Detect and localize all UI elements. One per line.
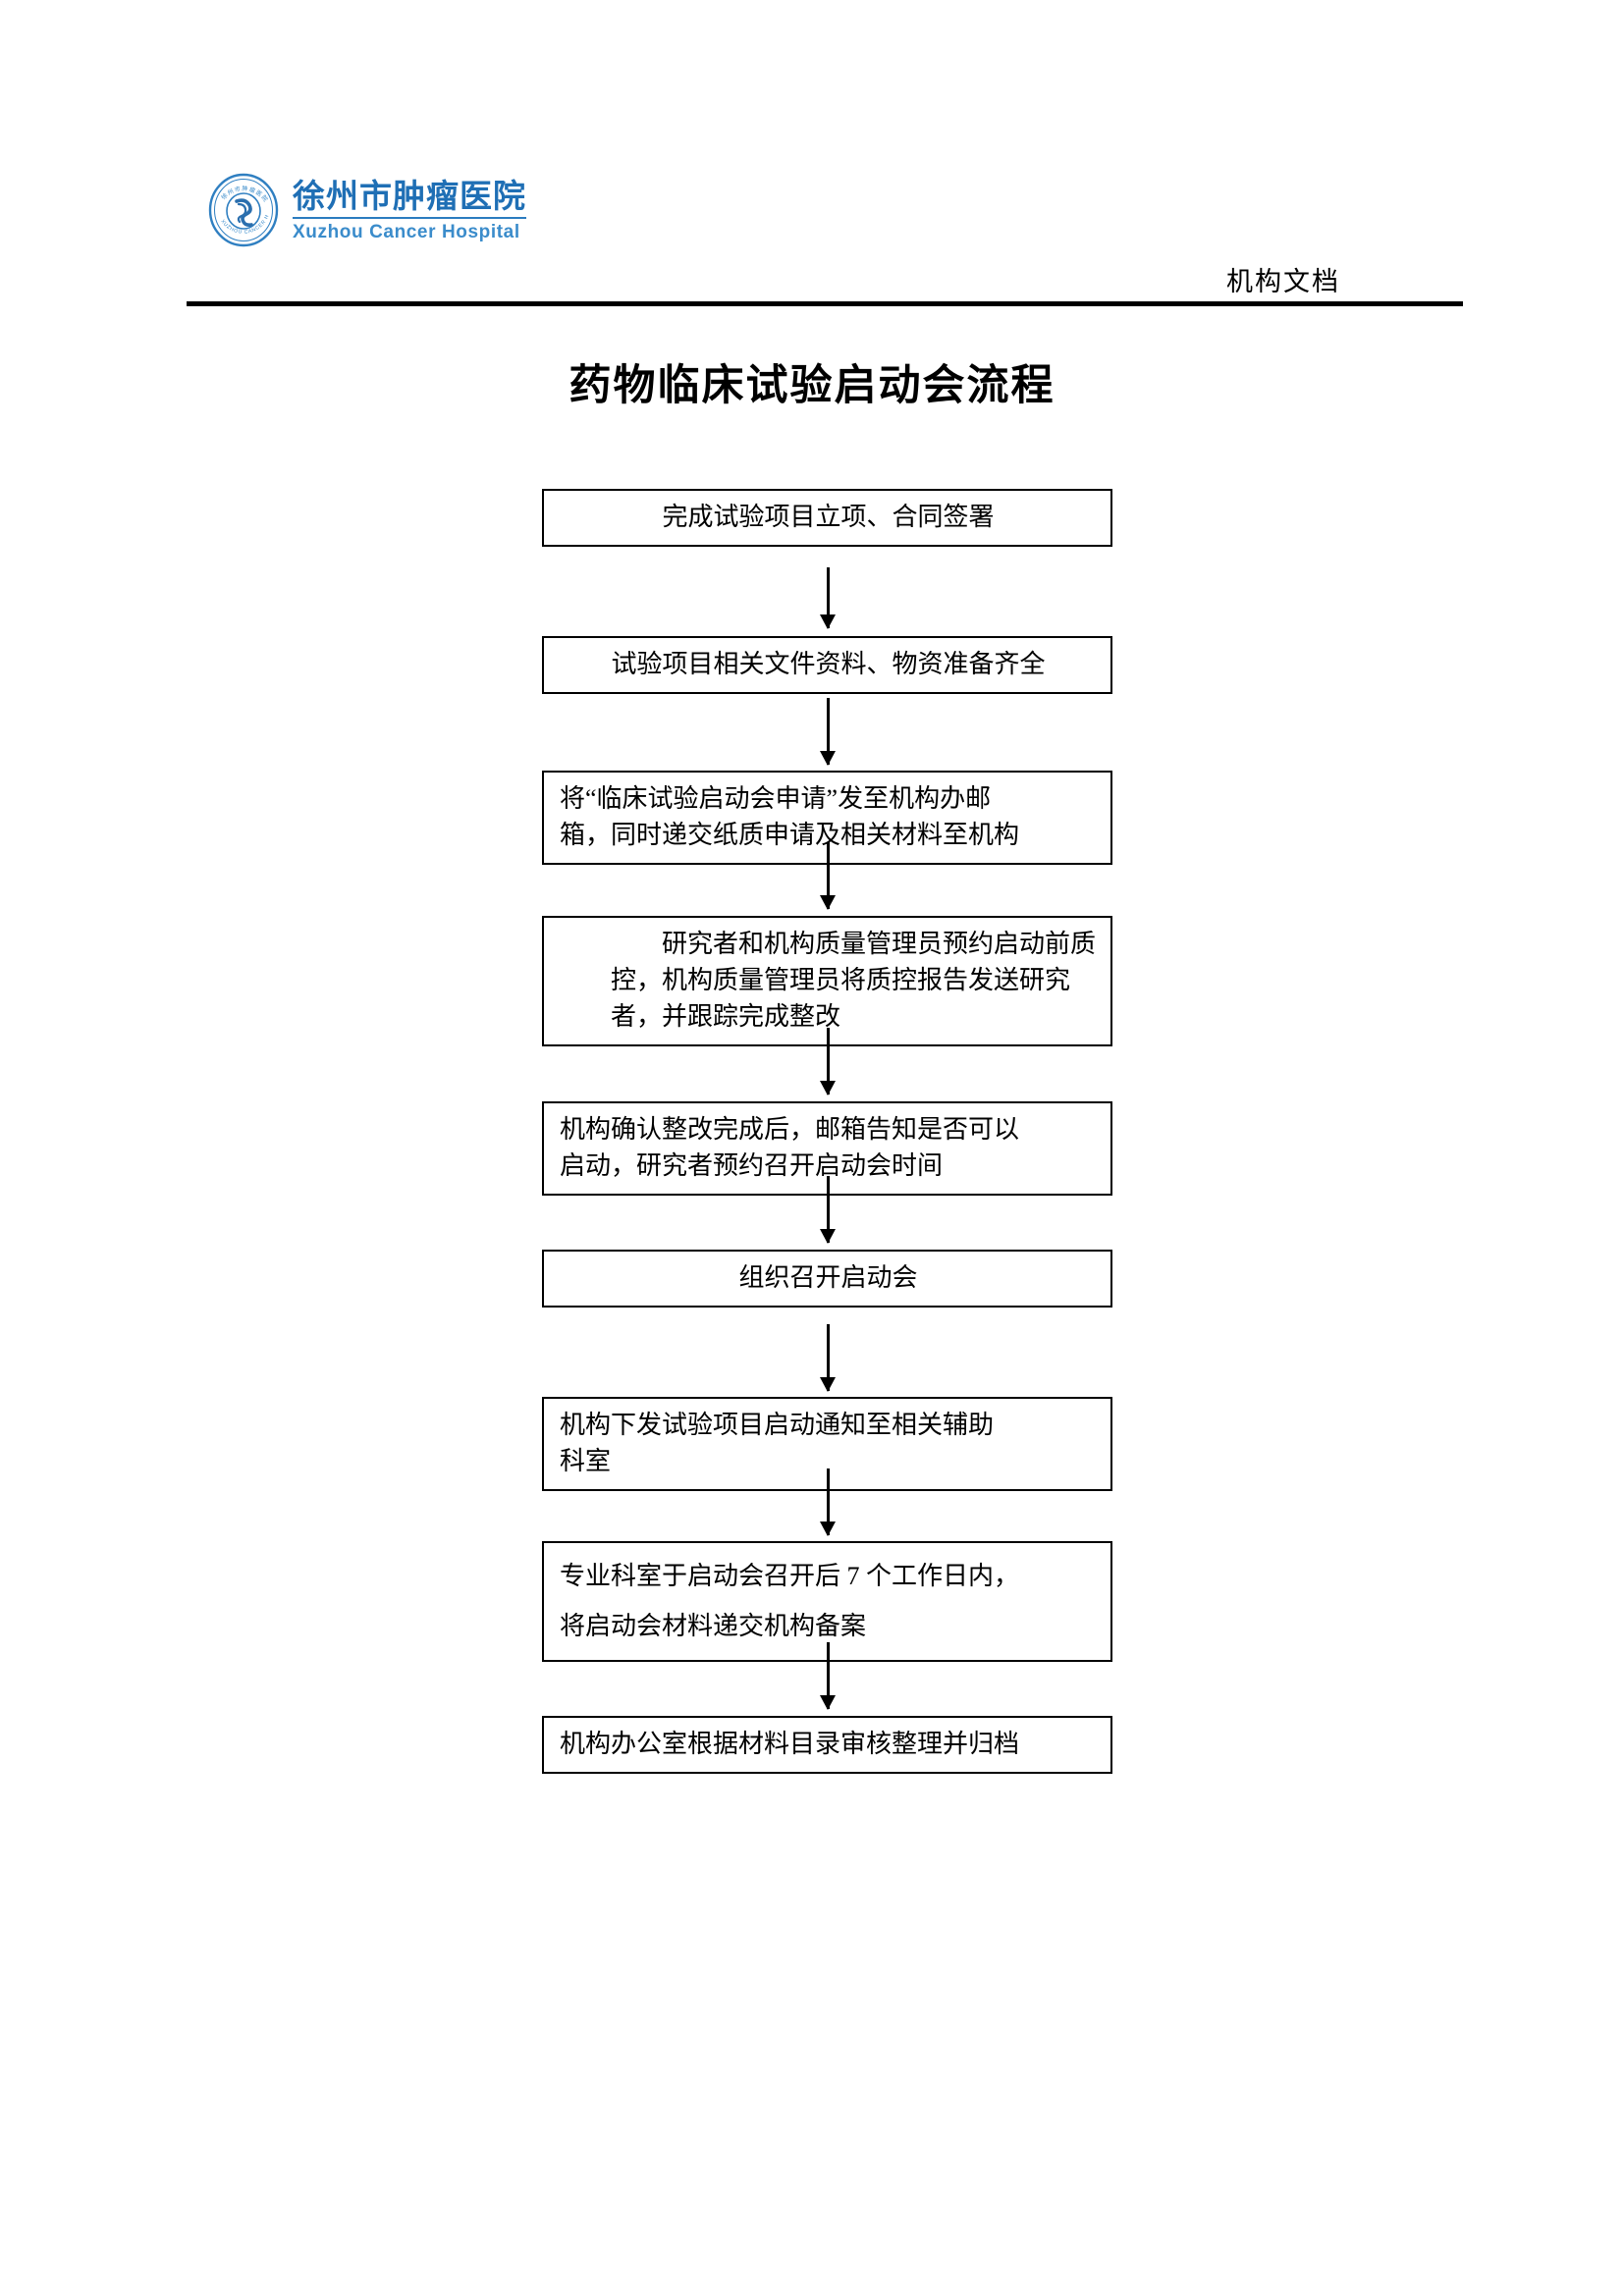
document-kind-label: 机构文档 bbox=[1226, 267, 1340, 296]
flow-node-line: 试验项目相关文件资料、物资准备齐全 bbox=[611, 650, 1046, 678]
flow-connector-arrow-2 bbox=[820, 698, 836, 766]
flow-node-line: 完成试验项目立项、合同签署 bbox=[662, 503, 995, 531]
flow-node-line: 科室 bbox=[560, 1446, 612, 1475]
flow-node-6: 组织召开启动会 bbox=[542, 1250, 1112, 1308]
flow-node-line: 启动，研究者预约召开启动会时间 bbox=[560, 1150, 944, 1180]
flow-node-1: 完成试验项目立项、合同签署 bbox=[542, 489, 1112, 547]
flow-node-line: 组织召开启动会 bbox=[738, 1263, 918, 1292]
flow-node-2: 试验项目相关文件资料、物资准备齐全 bbox=[542, 636, 1112, 694]
hospital-logo: 徐州市肿瘤医院 XUZHOU CANCER HOSPITAL 徐州市肿瘤医院 X… bbox=[204, 168, 526, 248]
header-divider-rule bbox=[187, 301, 1463, 306]
flow-node-line: 研究者和机构质量管理员预约启动前质 bbox=[611, 930, 1097, 958]
flow-connector-arrow-1 bbox=[820, 567, 836, 629]
flow-connector-arrow-6 bbox=[820, 1324, 836, 1392]
flow-node-line: 机构办公室根据材料目录审核整理并归档 bbox=[560, 1730, 1020, 1758]
flow-node-4: 研究者和机构质量管理员预约启动前质控，机构质量管理员将质控报告发送研究者，并跟踪… bbox=[542, 916, 1112, 1046]
page-header: 徐州市肿瘤医院 XUZHOU CANCER HOSPITAL 徐州市肿瘤医院 X… bbox=[187, 168, 1463, 309]
flow-node-line: 控，机构质量管理员将质控报告发送研究 bbox=[611, 965, 1071, 994]
page-title: 药物临床试验启动会流程 bbox=[568, 362, 1056, 409]
flow-node-line: 将“临床试验启动会申请”发至机构办邮 bbox=[560, 784, 992, 813]
hospital-seal-icon: 徐州市肿瘤医院 XUZHOU CANCER HOSPITAL bbox=[204, 168, 281, 248]
flow-node-9: 机构办公室根据材料目录审核整理并归档 bbox=[542, 1716, 1112, 1774]
flow-node-line: 专业科室于启动会召开后 7 个工作日内， bbox=[560, 1562, 1020, 1590]
flow-node-8: 专业科室于启动会召开后 7 个工作日内， 将启动会材料递交机构备案 bbox=[542, 1541, 1112, 1663]
flow-connector-arrow-7 bbox=[820, 1468, 836, 1536]
flow-node-line: 机构下发试验项目启动通知至相关辅助 bbox=[560, 1411, 995, 1439]
flow-connector-arrow-8 bbox=[820, 1642, 836, 1710]
hospital-name-cn: 徐州市肿瘤医院 bbox=[293, 177, 526, 214]
hospital-name-en: Xuzhou Cancer Hospital bbox=[293, 221, 520, 242]
flow-connector-arrow-3 bbox=[820, 842, 836, 910]
flow-connector-arrow-5 bbox=[820, 1176, 836, 1244]
hospital-name-block: 徐州市肿瘤医院 Xuzhou Cancer Hospital bbox=[293, 180, 526, 241]
flow-connector-arrow-4 bbox=[820, 1028, 836, 1095]
logo-divider bbox=[293, 216, 526, 219]
flow-node-line: 者，并跟踪完成整改 bbox=[611, 1001, 841, 1031]
flow-node-line: 箱，同时递交纸质申请及相关材料至机构 bbox=[560, 820, 1020, 849]
flow-node-line: 将启动会材料递交机构备案 bbox=[560, 1611, 867, 1640]
flow-node-line: 机构确认整改完成后，邮箱告知是否可以 bbox=[560, 1115, 1020, 1144]
